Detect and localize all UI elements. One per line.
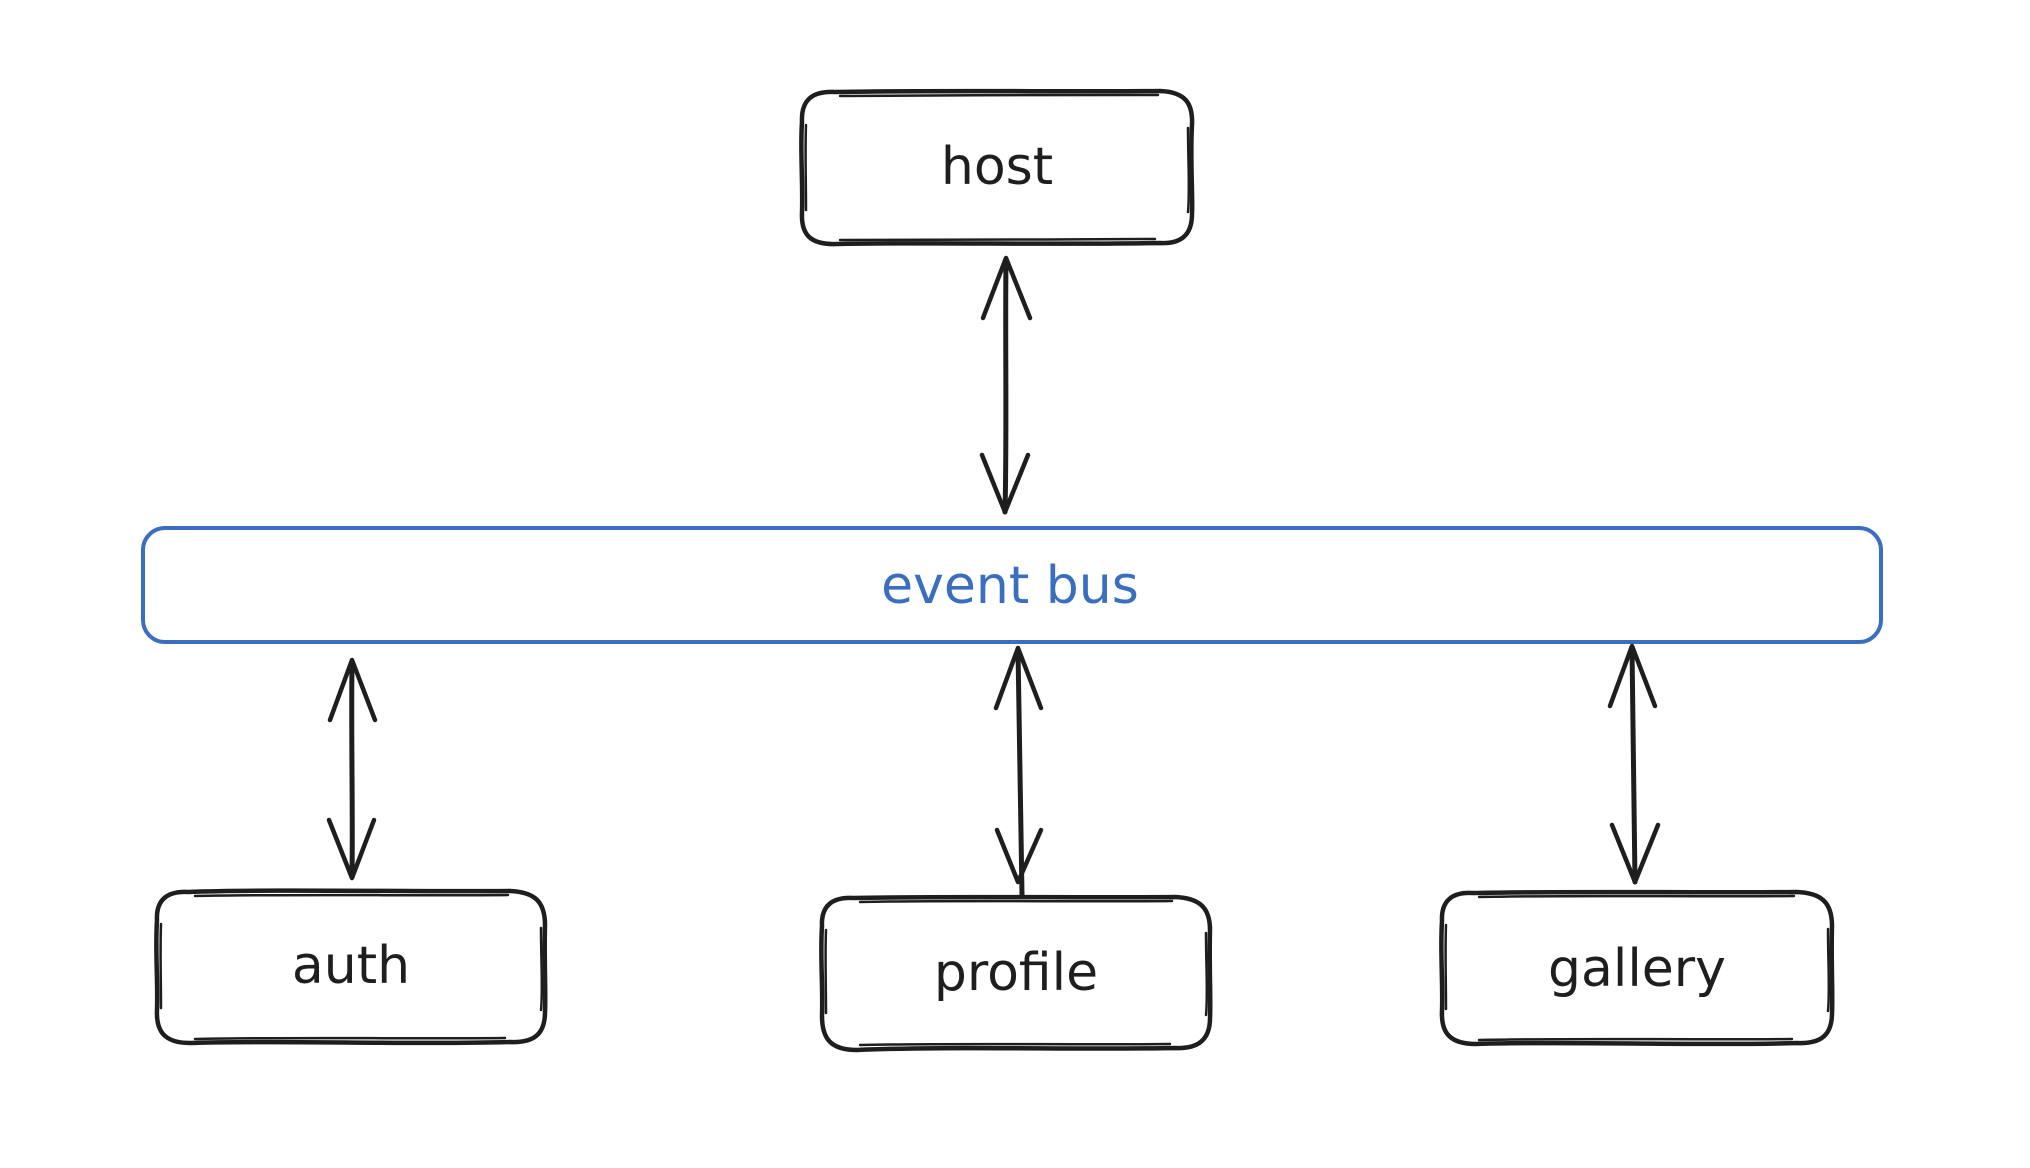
host-node[interactable]: host [799,88,1195,247]
event-bus-node[interactable]: event bus [141,526,1883,644]
gallery-label: gallery [1548,939,1726,999]
auth-node[interactable]: auth [154,888,548,1046]
host-label: host [941,137,1053,197]
gallery-node[interactable]: gallery [1439,889,1835,1047]
arrow-auth-bus [326,657,378,881]
event-bus-label: event bus [881,556,1139,616]
auth-label: auth [292,936,410,996]
profile-label: profile [934,943,1098,1003]
profile-node[interactable]: profile [819,894,1213,1053]
arrow-gallery-bus [1607,643,1661,885]
arrow-profile-bus [993,645,1044,898]
arrow-host-bus [979,255,1033,515]
